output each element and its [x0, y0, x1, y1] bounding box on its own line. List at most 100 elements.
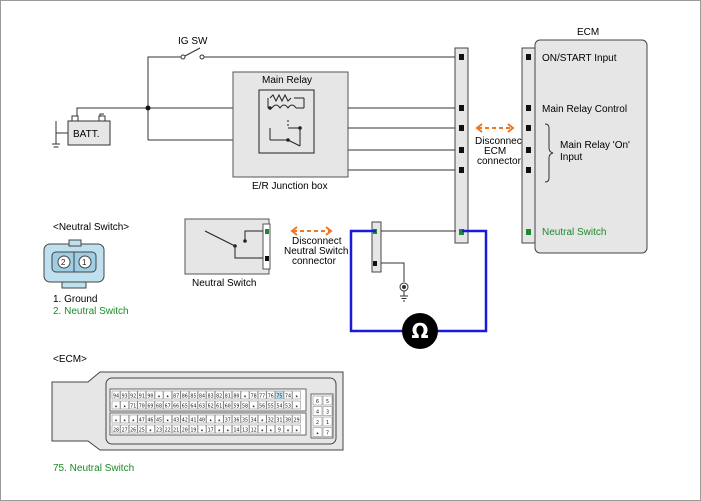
ecm-pin-cell — [128, 400, 138, 410]
ecm-pin-label: 54 — [276, 403, 282, 409]
ecm-pin-label: 64 — [190, 403, 196, 409]
ecm-pin-label: 9 — [278, 427, 281, 433]
ecm-pin-cell — [154, 390, 164, 400]
ecm-pin-cell — [189, 400, 198, 410]
ecm-pin-label: 58 — [242, 403, 248, 409]
ecm-connector-title: <ECM> — [53, 354, 87, 365]
ecm-module — [521, 39, 648, 254]
ecm-pin-cell — [223, 414, 233, 424]
ecm-pin-cell — [146, 400, 155, 410]
ecm-pin-label: ★ — [218, 427, 221, 433]
ecm-pin-label: 40 — [199, 417, 205, 423]
ecm-side-pin-cell — [312, 406, 323, 416]
ecm-pin-label: 21 — [173, 427, 179, 433]
ecm-pin-cell — [249, 400, 258, 410]
ecm-pin-cell — [292, 414, 301, 424]
ecm-pin-cell — [128, 424, 138, 434]
ecm-pin-cell — [146, 390, 155, 400]
ecm-pin-cell — [249, 390, 258, 400]
ecm-pin-label: 78 — [251, 393, 257, 399]
ecm-pin-label: 74 — [285, 393, 291, 399]
ecm-pin-label: ★ — [166, 417, 169, 423]
disconnect-ns-arrow — [290, 226, 333, 236]
ecm-pin-label: ★ — [261, 427, 264, 433]
ecm-pin-label: 41 — [190, 417, 196, 423]
ecm-pin-label: ★ — [295, 427, 298, 433]
battery — [52, 115, 111, 148]
ecm-pin-label: 56 — [259, 403, 265, 409]
ecm-pin-cell — [171, 414, 181, 424]
ecm-side-pin-label: 6 — [316, 399, 319, 405]
ecm-pin-cell — [146, 424, 155, 434]
ecm-side-pin-cell — [312, 395, 323, 406]
ecm-pin-cell — [292, 424, 301, 434]
ecm-pin-cell — [214, 390, 224, 400]
ecm-pin-label: 28 — [113, 427, 119, 433]
ecm-side-pin-label: 4 — [316, 410, 319, 416]
ecm-pin-cell — [275, 400, 284, 410]
ecm-side-pin-label: 3 — [326, 410, 329, 416]
ecm-pin-label: ★ — [295, 403, 298, 409]
junction-box-label: E/R Junction box — [252, 181, 328, 192]
ecm-pin-cell — [249, 424, 258, 434]
ecm-pin-label: 32 — [268, 417, 274, 423]
ecm-pin-cell — [137, 414, 147, 424]
ecm-pin-cell — [257, 400, 267, 410]
ecm-pin-label: 22 — [165, 427, 171, 433]
ecm-neutral-switch-label: Neutral Switch — [542, 227, 606, 238]
ns-connector-title: <Neutral Switch> — [53, 222, 129, 233]
ecm-pin-label: 86 — [182, 393, 188, 399]
ecm-pin-cell — [206, 414, 215, 424]
ecm-pin-cell — [283, 414, 293, 424]
ecm-pin-label: 37 — [225, 417, 231, 423]
ecm-pin-label: 34 — [251, 417, 257, 423]
neutral-switch-component-label: Neutral Switch — [192, 278, 256, 289]
ecm-pin-label: 43 — [173, 417, 179, 423]
ecm-pin-cell — [232, 390, 241, 400]
ecm-pin-label: ★ — [243, 393, 246, 399]
ecm-pin-cell — [266, 414, 276, 424]
ns-connector-face — [43, 239, 105, 289]
ecm-pin-label: 84 — [199, 393, 205, 399]
ecm-side-pin-label: 7 — [326, 431, 329, 437]
ecm-pin-label: 60 — [225, 403, 231, 409]
ecm-pin-label: 82 — [216, 393, 222, 399]
ecm-pin-cell — [214, 400, 224, 410]
ecm-pin-label: 63 — [199, 403, 205, 409]
disconnect-ns-line2: Neutral Switch — [284, 246, 348, 257]
main-relay-label: Main Relay — [262, 75, 312, 86]
ecm-pin-cell — [214, 414, 224, 424]
ecm-pin-cell — [223, 400, 233, 410]
ecm-pin-label: 45 — [156, 417, 162, 423]
ecm-pin-cell — [154, 400, 164, 410]
ecm-pin-cell — [240, 400, 250, 410]
ns-pin-2: 2 — [61, 258, 66, 267]
ecm-pin-label: 71 — [130, 403, 136, 409]
ns-pin1-desc: 1. Ground — [53, 294, 97, 305]
ecm-pin-label: 68 — [156, 403, 162, 409]
ecm-pin-cell — [128, 390, 138, 400]
ecm-pin-label: 90 — [147, 393, 153, 399]
ecm-side-pin-cell — [322, 427, 333, 437]
ecm-side-pin-cell — [322, 406, 333, 416]
neutral-switch-component — [184, 218, 271, 275]
ecm-pin-cell — [163, 414, 172, 424]
ns-pin-1: 1 — [82, 258, 87, 267]
ecm-pin-label: ★ — [114, 403, 117, 409]
ecm-pin-cell — [240, 414, 250, 424]
ecm-pin-cell — [257, 390, 267, 400]
ecm-pin-label: 85 — [190, 393, 196, 399]
ecm-pin-label: 17 — [208, 427, 214, 433]
ecm-pin-cell — [180, 390, 190, 400]
ecm-pin-cell — [163, 390, 172, 400]
ecm-pin-cell — [232, 400, 241, 410]
main-relay-control-label: Main Relay Control — [542, 104, 627, 115]
ecm-pin-cell — [275, 424, 284, 434]
ecm-pin-cell — [171, 424, 181, 434]
ecm-pin-cell — [266, 390, 276, 400]
ecm-pin-label: 62 — [208, 403, 214, 409]
ecm-pin-cell — [180, 424, 190, 434]
ecm-pin-cell — [223, 424, 233, 434]
ecm-pin-cell — [197, 424, 207, 434]
